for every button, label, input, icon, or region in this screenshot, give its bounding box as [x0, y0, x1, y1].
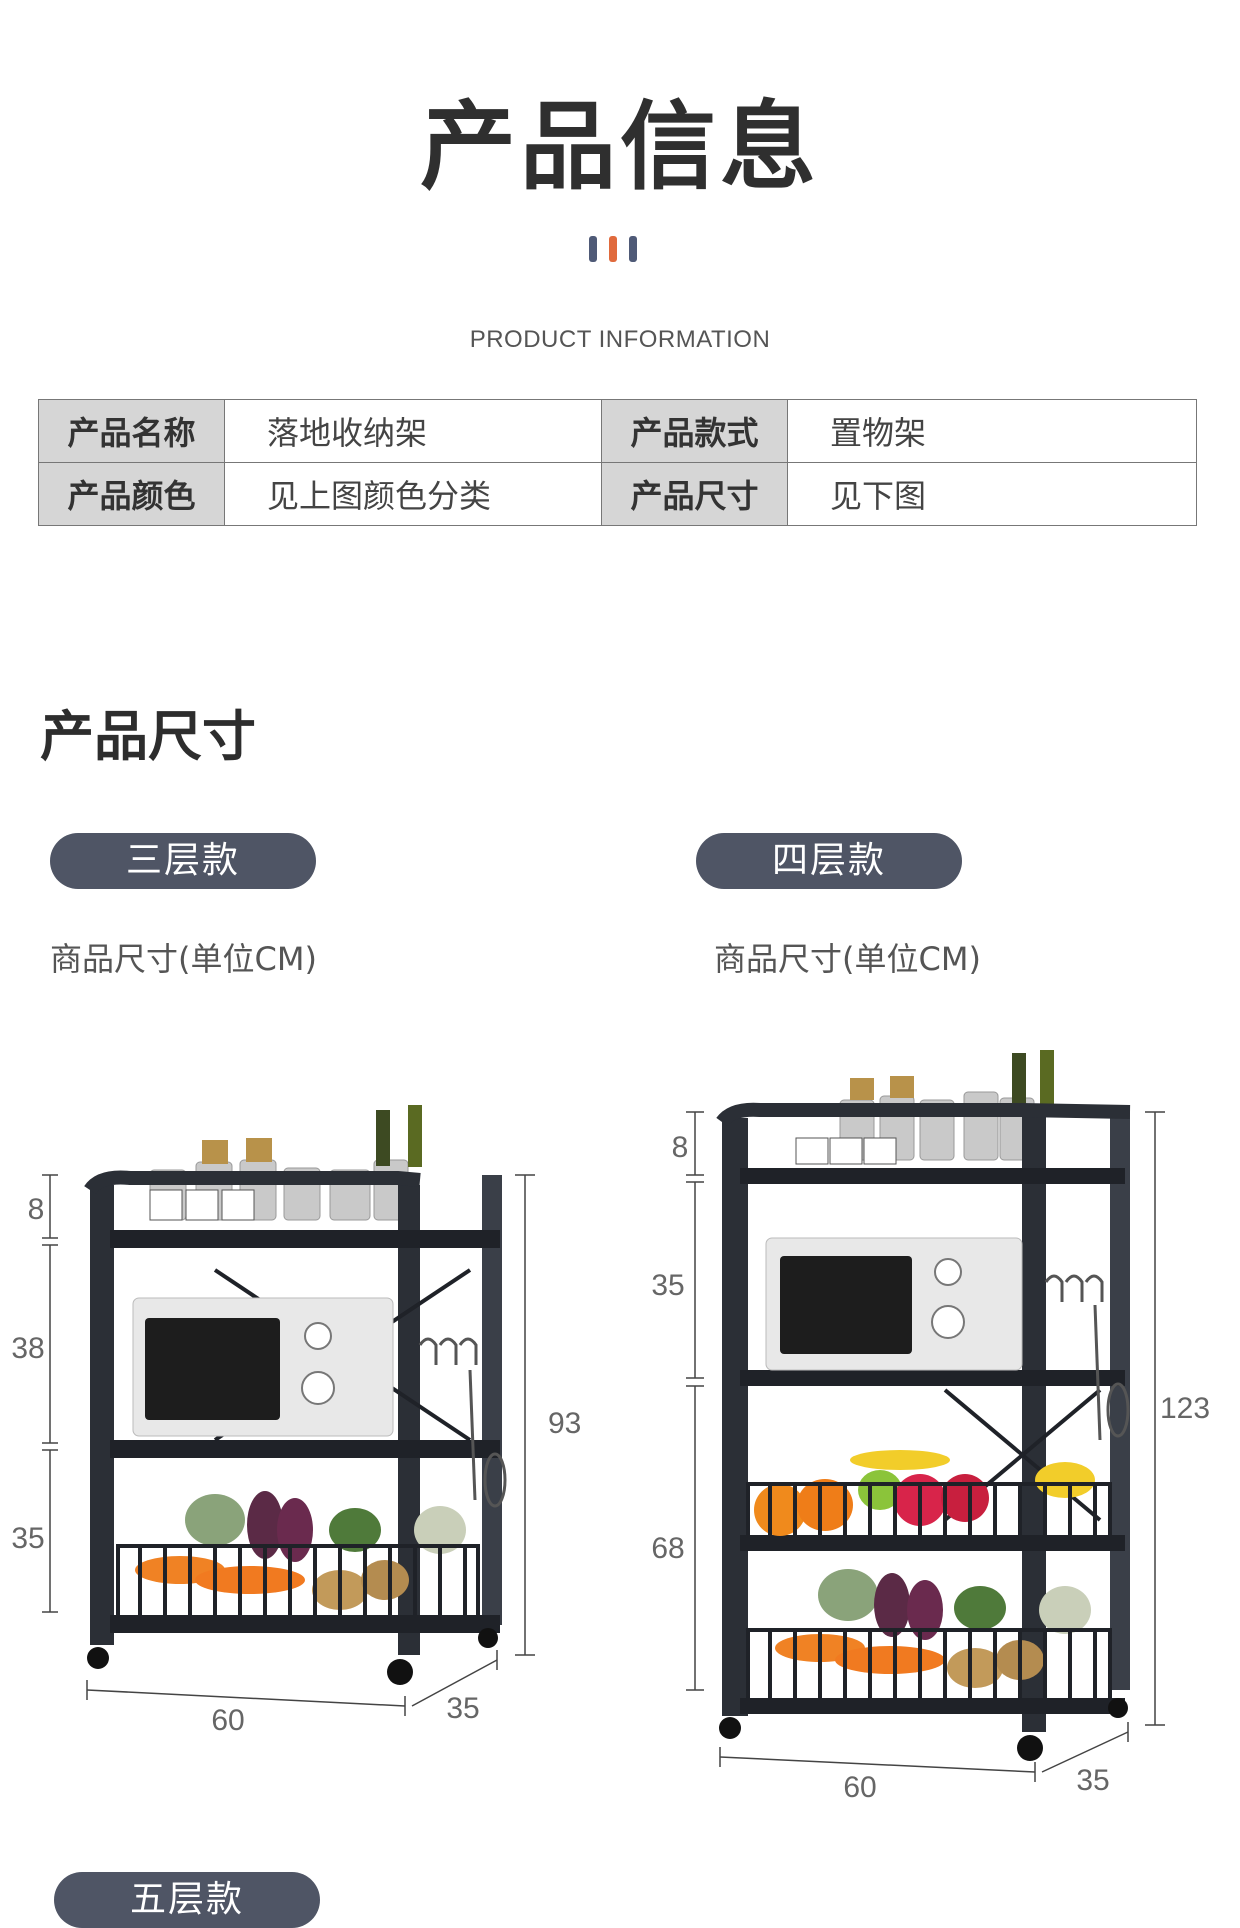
accent-bar-left: [589, 236, 597, 262]
accent-bar-middle: [609, 236, 617, 262]
table-value: 见下图: [787, 462, 1197, 526]
table-key: 产品颜色: [38, 462, 225, 526]
table-row: 产品名称 落地收纳架 产品款式 置物架: [38, 399, 1197, 463]
four-tier-height-middle: 35: [651, 1269, 684, 1302]
page-subtitle: PRODUCT INFORMATION: [469, 326, 771, 353]
four-tier-width: 60: [843, 1771, 876, 1804]
three-tier-depth: 35: [446, 1692, 479, 1725]
unit-label: 商品尺寸(单位CM): [714, 940, 981, 978]
table-key: 产品名称: [38, 399, 225, 463]
table-key: 产品款式: [601, 399, 788, 463]
four-tier-total-height: 123: [1160, 1392, 1210, 1425]
table-value: 落地收纳架: [224, 399, 602, 463]
model-tab-five-tier[interactable]: 五层款: [54, 1872, 320, 1928]
three-tier-height-top: 8: [28, 1193, 45, 1226]
product-info-table: 产品名称 落地收纳架 产品款式 置物架 产品颜色 见上图颜色分类 产品尺寸 见下…: [38, 399, 1197, 526]
three-tier-height-middle: 38: [11, 1332, 44, 1365]
section-title: 产品尺寸: [40, 705, 256, 768]
table-value: 见上图颜色分类: [224, 462, 602, 526]
page-title: 产品信息: [420, 91, 820, 203]
four-tier-rack-image: [716, 1050, 1131, 1761]
three-tier-dimension-lines: [42, 1174, 535, 1716]
three-tier-total-height: 93: [548, 1407, 581, 1440]
three-tier-rack-image: [84, 1105, 507, 1685]
three-tier-height-bottom: 35: [11, 1522, 44, 1555]
accent-bar-right: [629, 236, 637, 262]
three-tier-width: 60: [211, 1704, 244, 1737]
four-tier-height-top: 8: [672, 1131, 689, 1164]
table-key: 产品尺寸: [601, 462, 788, 526]
model-tab-four-tier[interactable]: 四层款: [696, 833, 962, 889]
accent-bars: [589, 236, 637, 262]
four-tier-dimension-lines: [686, 1111, 1165, 1782]
unit-label: 商品尺寸(单位CM): [50, 940, 317, 978]
table-value: 置物架: [787, 399, 1197, 463]
four-tier-depth: 35: [1076, 1764, 1109, 1797]
table-row: 产品颜色 见上图颜色分类 产品尺寸 见下图: [38, 462, 1197, 526]
four-tier-height-bottom: 68: [651, 1532, 684, 1565]
model-tab-three-tier[interactable]: 三层款: [50, 833, 316, 889]
